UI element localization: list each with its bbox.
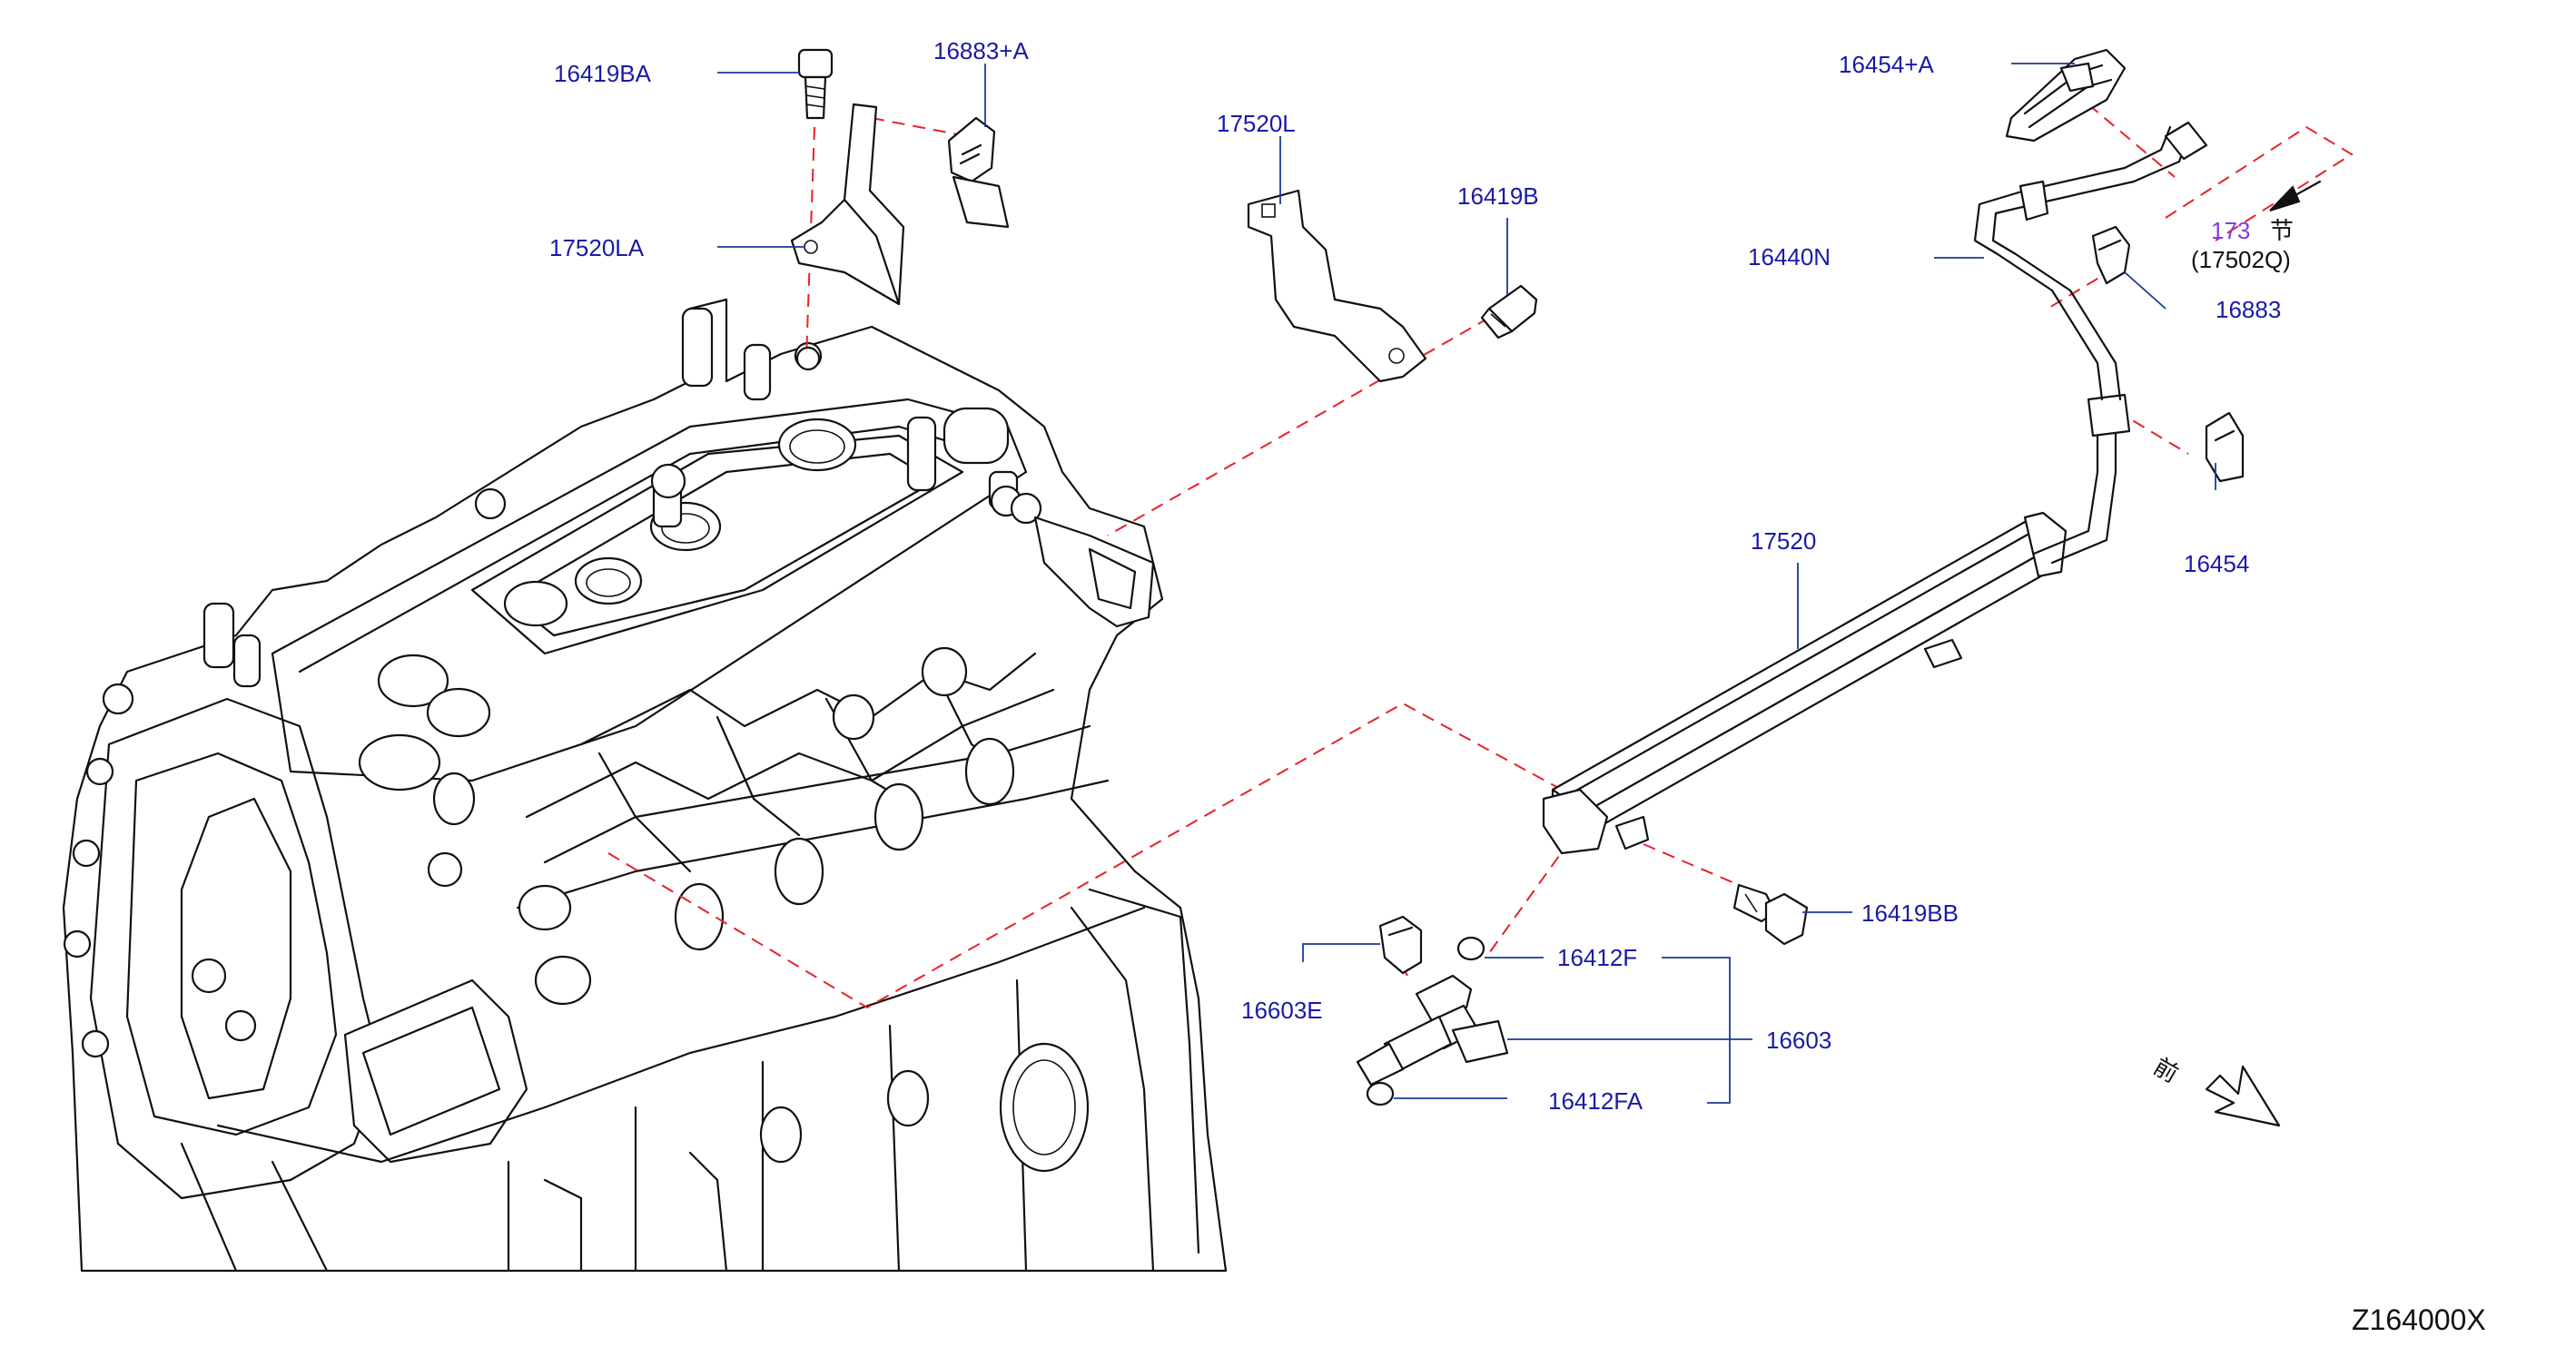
clip-16454 — [2205, 411, 2245, 483]
label-16412F: 16412F — [1557, 944, 1637, 971]
label-16454A: 16454+A — [1839, 51, 1934, 78]
bolt-16419BB — [1732, 883, 1809, 946]
label-16603: 16603 — [1766, 1027, 1831, 1054]
engine-block-illustration — [62, 298, 1228, 1273]
label-16883: 16883 — [2216, 296, 2281, 323]
clip-16603E — [1378, 915, 1423, 975]
label-16883A: 16883+A — [933, 37, 1029, 64]
connector-16454A — [2005, 48, 2127, 143]
label-16454: 16454 — [2184, 550, 2249, 577]
fuel-tube-16440N — [1973, 121, 2208, 565]
callout-labels: 16419BA 16883+A 17520LA 17520L 16419B 16… — [549, 37, 2486, 1336]
bolt-16419BA — [797, 48, 834, 120]
injector-16603 — [1356, 936, 1509, 1106]
label-16440N: 16440N — [1748, 243, 1831, 270]
label-17520: 17520 — [1751, 527, 1816, 555]
label-16603E: 16603E — [1241, 997, 1323, 1024]
label-17520L: 17520L — [1217, 110, 1296, 137]
label-16419B: 16419B — [1457, 182, 1539, 210]
label-16412FA: 16412FA — [1548, 1087, 1643, 1115]
leader-lines — [717, 63, 2216, 1104]
bracket-17520LA — [790, 103, 905, 371]
ref-section-number: 173 — [2211, 217, 2250, 244]
bolt-16419B — [1480, 284, 1538, 339]
label-16419BB: 16419BB — [1861, 900, 1959, 927]
ref-section-glyph: 节 — [2270, 217, 2294, 244]
clip-16883 — [2091, 225, 2131, 285]
label-17520LA: 17520LA — [549, 234, 645, 261]
fuel-rail-17520 — [1542, 511, 2068, 855]
diagram-id-code: Z164000X — [2352, 1303, 2486, 1336]
front-direction-arrow — [2205, 1065, 2281, 1127]
clip-16883A — [947, 116, 1010, 229]
bracket-17520L — [1247, 189, 1427, 383]
reference-arrow — [2269, 180, 2322, 211]
label-16419BA: 16419BA — [554, 60, 652, 87]
ref-section-part: (17502Q) — [2191, 246, 2291, 273]
front-marker: 前 — [2149, 1053, 2184, 1088]
dashed-guide-lines — [607, 103, 2354, 1009]
